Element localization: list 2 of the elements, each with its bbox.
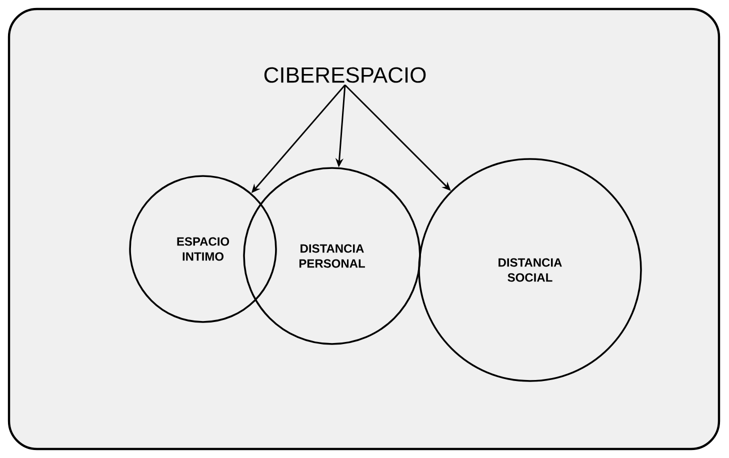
frame-box	[8, 8, 720, 450]
title-text: CIBERESPACIO	[264, 67, 426, 83]
